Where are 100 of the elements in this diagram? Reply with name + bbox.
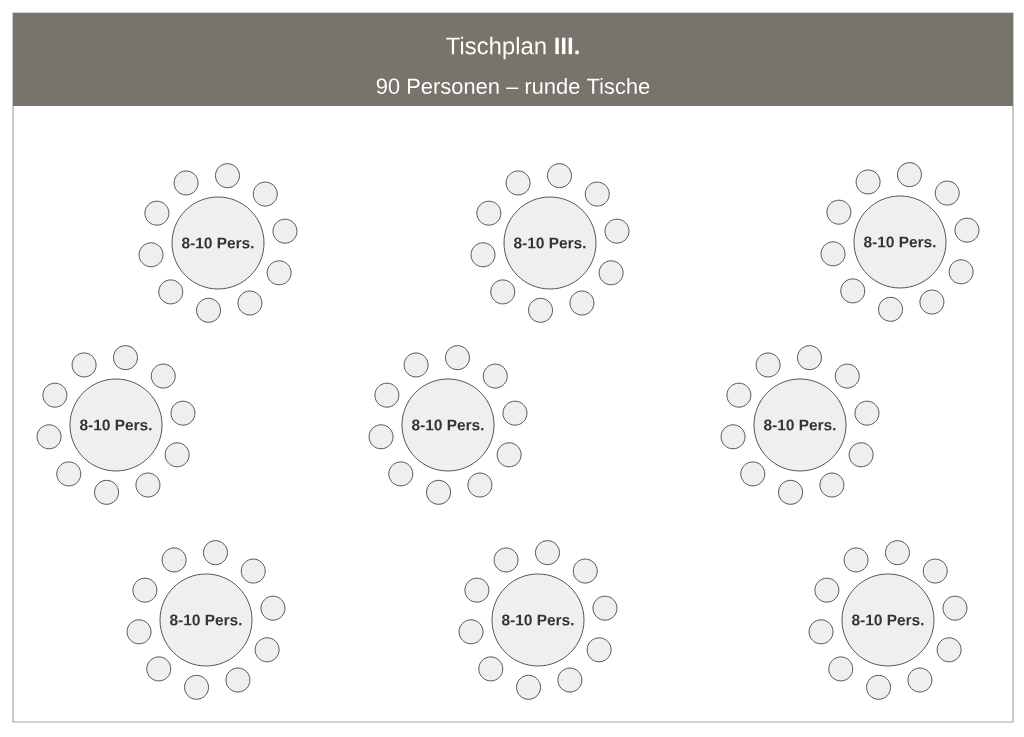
round-table: 8-10 Pers. bbox=[159, 573, 253, 667]
chair bbox=[196, 297, 222, 323]
chair bbox=[164, 442, 190, 468]
chair bbox=[478, 656, 504, 682]
chair bbox=[516, 674, 542, 700]
chair bbox=[878, 296, 904, 322]
round-table: 8-10 Pers. bbox=[853, 195, 947, 289]
chair bbox=[572, 558, 598, 584]
chair bbox=[150, 363, 176, 389]
chair bbox=[71, 352, 97, 378]
chair bbox=[56, 461, 82, 487]
chair bbox=[808, 619, 834, 645]
chair bbox=[720, 424, 746, 450]
chair bbox=[584, 181, 610, 207]
chair bbox=[490, 279, 516, 305]
chair bbox=[814, 577, 840, 603]
chair bbox=[240, 558, 266, 584]
chair bbox=[557, 667, 583, 693]
chair bbox=[948, 259, 974, 285]
chair bbox=[496, 442, 522, 468]
chair bbox=[934, 180, 960, 206]
chair bbox=[755, 352, 781, 378]
chair bbox=[374, 382, 400, 408]
chair bbox=[458, 619, 484, 645]
chair bbox=[225, 667, 251, 693]
round-table: 8-10 Pers. bbox=[401, 378, 495, 472]
subtitle: 90 Personen – runde Tische bbox=[376, 77, 650, 95]
chair bbox=[819, 472, 845, 498]
chair bbox=[954, 217, 980, 243]
chair bbox=[828, 656, 854, 682]
chair bbox=[444, 345, 470, 371]
chair bbox=[173, 170, 199, 196]
chair bbox=[426, 479, 452, 505]
chair bbox=[144, 200, 170, 226]
chair bbox=[505, 170, 531, 196]
chair bbox=[907, 667, 933, 693]
chair bbox=[534, 540, 560, 566]
chair bbox=[528, 297, 554, 323]
chair bbox=[502, 400, 528, 426]
chair bbox=[254, 637, 280, 663]
chair bbox=[272, 218, 298, 244]
chair bbox=[132, 577, 158, 603]
round-table: 8-10 Pers. bbox=[753, 378, 847, 472]
chair bbox=[252, 181, 278, 207]
chair bbox=[936, 637, 962, 663]
chair bbox=[161, 547, 187, 573]
title: Tischplan III. bbox=[446, 36, 579, 60]
chair bbox=[854, 400, 880, 426]
chair bbox=[138, 242, 164, 268]
chair bbox=[146, 656, 172, 682]
chair bbox=[467, 472, 493, 498]
chair bbox=[604, 218, 630, 244]
chair bbox=[476, 200, 502, 226]
chair bbox=[726, 382, 752, 408]
chair bbox=[896, 162, 922, 188]
chair bbox=[214, 163, 240, 189]
chair bbox=[493, 547, 519, 573]
chair bbox=[586, 637, 612, 663]
chair bbox=[826, 199, 852, 225]
chair bbox=[598, 260, 624, 286]
chair bbox=[942, 595, 968, 621]
chair bbox=[843, 547, 869, 573]
round-table: 8-10 Pers. bbox=[503, 196, 597, 290]
chair bbox=[569, 290, 595, 316]
chair bbox=[158, 279, 184, 305]
round-table: 8-10 Pers. bbox=[491, 573, 585, 667]
chair bbox=[126, 619, 152, 645]
round-table: 8-10 Pers. bbox=[69, 378, 163, 472]
chair bbox=[135, 472, 161, 498]
chair bbox=[94, 479, 120, 505]
chair bbox=[840, 278, 866, 304]
chair bbox=[112, 345, 138, 371]
chair bbox=[42, 382, 68, 408]
chair bbox=[866, 674, 892, 700]
chair bbox=[796, 345, 822, 371]
chair bbox=[403, 352, 429, 378]
chair bbox=[855, 169, 881, 195]
chair bbox=[740, 461, 766, 487]
chair bbox=[388, 461, 414, 487]
chair bbox=[36, 424, 62, 450]
chair bbox=[202, 540, 228, 566]
chair bbox=[778, 479, 804, 505]
chair bbox=[546, 163, 572, 189]
chair bbox=[470, 242, 496, 268]
chair bbox=[368, 424, 394, 450]
chair bbox=[482, 363, 508, 389]
chair bbox=[237, 290, 263, 316]
chair bbox=[464, 577, 490, 603]
chair bbox=[592, 595, 618, 621]
chair bbox=[260, 595, 286, 621]
chair bbox=[884, 540, 910, 566]
round-table: 8-10 Pers. bbox=[171, 196, 265, 290]
chair bbox=[170, 400, 196, 426]
chair bbox=[848, 442, 874, 468]
chair bbox=[834, 363, 860, 389]
chair bbox=[919, 289, 945, 315]
chair bbox=[820, 241, 846, 267]
chair bbox=[922, 558, 948, 584]
round-table: 8-10 Pers. bbox=[841, 573, 935, 667]
chair bbox=[184, 674, 210, 700]
